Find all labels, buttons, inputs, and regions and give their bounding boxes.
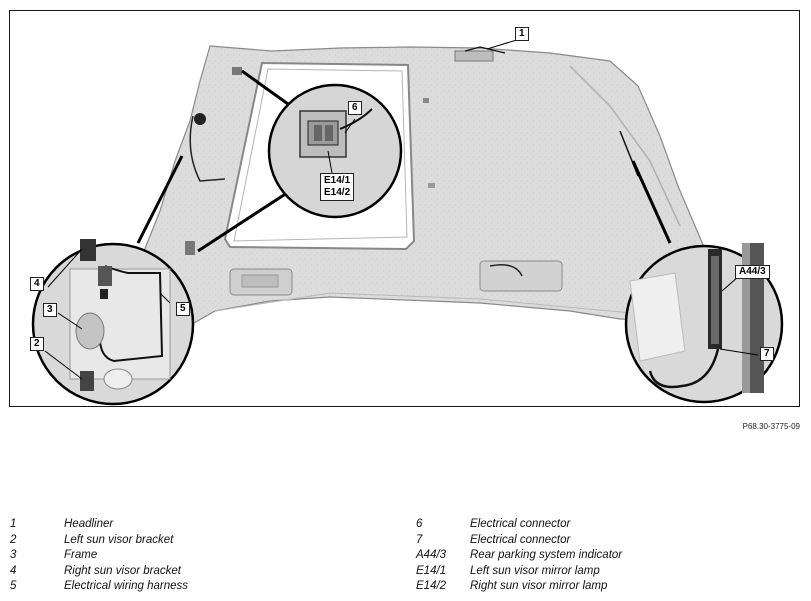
figure-code: P68.30-3775-09 [742,422,800,431]
legend-description: Frame [64,549,98,561]
legend-description: Electrical connector [470,533,571,546]
legend-number: E14/1 [416,564,447,577]
callout-2: 2 [30,337,44,351]
legend-number: A44/3 [416,549,447,561]
callout-5: 5 [176,302,190,316]
callout-e14-1: E14/1 [324,175,351,186]
legend-number: 3 [10,549,17,561]
legend-item: 1 Headliner [10,518,188,534]
legend-description: Rear parking system indicator [470,549,623,561]
legend-item: 4 Right sun visor bracket [10,565,188,581]
legend-number: 7 [416,533,423,546]
legend-description: Right sun visor bracket [64,564,181,577]
legend-description: Electrical connector [470,518,571,530]
legend-description: Headliner [64,518,114,530]
legend-item: 2 Left sun visor bracket [10,534,188,550]
callout-7: 7 [760,347,774,361]
legend-item: 7 Electrical connector [416,534,622,550]
legend-number: 2 [10,533,17,546]
legend-item: 3 Frame [10,549,188,565]
legend-description: Left sun visor mirror lamp [470,564,600,577]
detail-magnifier-indicator [624,243,784,404]
callout-1: 1 [515,27,529,41]
legend-item: E14/1 Left sun visor mirror lamp [416,565,622,581]
callout-3: 3 [43,303,57,317]
detail-magnifier-visor [31,239,195,406]
callout-e14-2: E14/2 [324,187,351,198]
callout-a44-3: A44/3 [735,265,770,279]
legend-item: 6 Electrical connector [416,518,622,534]
legend-item: E14/2 Right sun visor mirror lamp [416,580,622,596]
legend-number: 5 [10,580,17,592]
legend-description: Electrical wiring harness [64,580,188,592]
legend-item: A44/3 Rear parking system indicator [416,549,622,565]
legend-description: Left sun visor bracket [64,533,174,546]
legend-description: Right sun visor mirror lamp [470,580,608,592]
legend-number: 6 [416,518,423,530]
figure-frame: 1 6 E14/1 E14/2 4 3 2 5 A44/3 7 [9,10,800,407]
callout-4: 4 [30,277,44,291]
callout-e14: E14/1 E14/2 [320,173,355,201]
legend-number: E14/2 [416,580,447,592]
legend-number: 4 [10,564,17,577]
legend-number: 1 [10,518,17,530]
callout-6: 6 [348,101,362,115]
legend-item: 5 Electrical wiring harness [10,580,188,596]
legend-left: 1 Headliner 2 Left sun visor bracket 3 Frame 4… [10,518,188,596]
headliner-illustration [31,38,784,406]
detail-magnifier-connector [267,83,403,219]
